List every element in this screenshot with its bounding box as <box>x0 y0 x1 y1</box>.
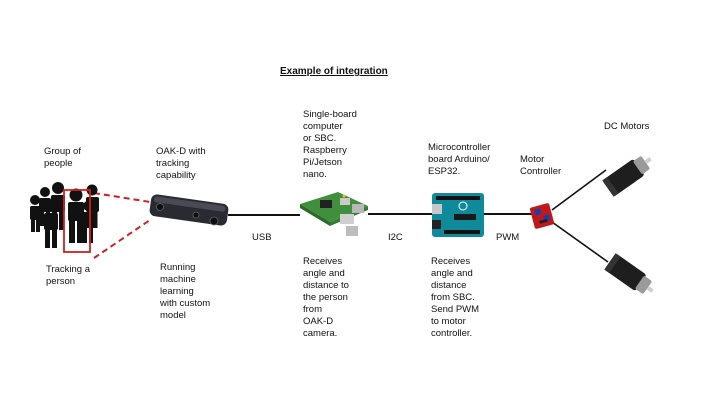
tracking-line-bottom <box>93 219 151 259</box>
motor-cable-bottom <box>551 221 609 263</box>
motor-cable-top <box>551 169 607 211</box>
group-of-people-label: Group of people <box>44 146 81 169</box>
tracking-person-label: Tracking a person <box>46 264 90 287</box>
microcontroller-label: Microcontroller board Arduino/ ESP32. <box>428 142 491 177</box>
dc-motors-label: DC Motors <box>604 121 650 132</box>
pwm-label: PWM <box>496 232 520 243</box>
diagram-title: Example of integration <box>280 66 388 77</box>
sbc-description: Receives angle and distance to the perso… <box>303 256 349 339</box>
motor-controller-icon <box>529 203 555 229</box>
usb-label: USB <box>252 232 272 243</box>
oak-d-description: Running machine learning with custom mod… <box>160 262 211 321</box>
i2c-label: I2C <box>388 232 403 243</box>
oak-d-label: OAK-D with tracking capability <box>156 146 206 181</box>
dc-motor-icon <box>602 156 652 197</box>
motor-controller-label: Motor Controller <box>520 154 562 177</box>
sbc-label: Single-board computer or SBC. Raspberry … <box>303 109 357 180</box>
microcontroller-description: Receives angle and distance from SBC. Se… <box>431 256 480 339</box>
oak-d-camera-icon <box>149 194 229 226</box>
raspberry-pi-icon <box>300 192 368 236</box>
arduino-board-icon <box>432 193 484 237</box>
tracking-box <box>63 189 91 253</box>
dc-motor-icon <box>604 253 654 294</box>
tracking-line-top <box>93 192 151 203</box>
